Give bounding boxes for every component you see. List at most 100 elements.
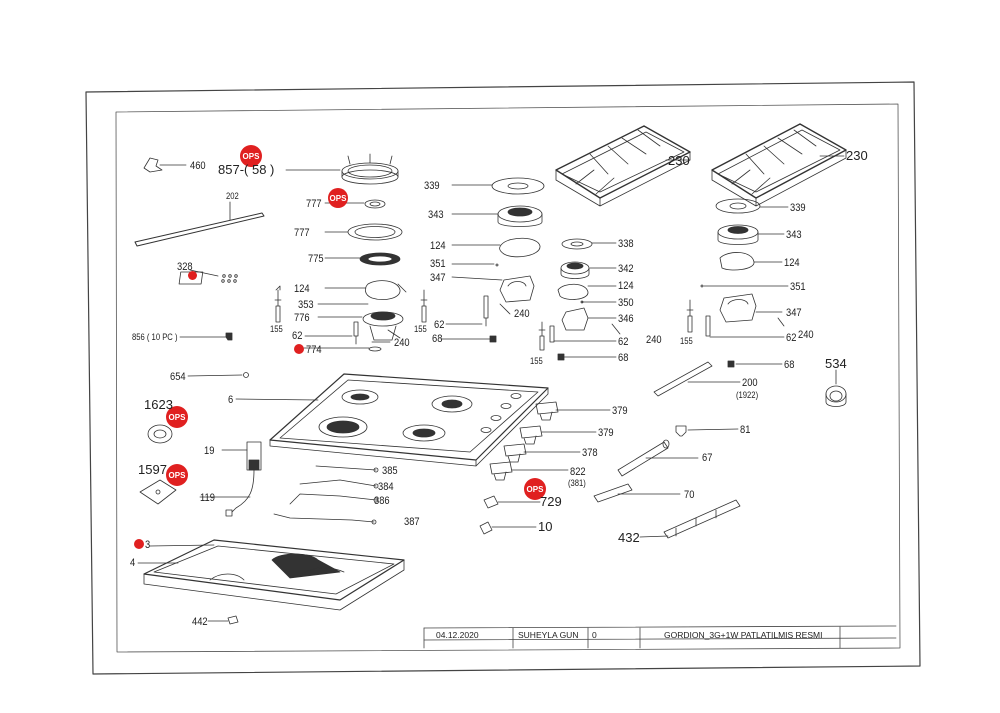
part-19-ignition-module <box>199 441 262 517</box>
callout-1922: (1922) <box>736 390 759 400</box>
callout-387: 387 <box>404 516 420 528</box>
callout-68-right: 68 <box>784 359 795 371</box>
callout-432: 432 <box>618 530 640 545</box>
callout-385: 385 <box>382 465 398 477</box>
callout-351-right: 351 <box>790 281 806 293</box>
callout-775: 775 <box>308 253 324 265</box>
callout-342: 342 <box>618 263 634 275</box>
ops-dot-328 <box>188 271 197 280</box>
part-230-pan-support-right <box>711 123 847 207</box>
callout-155-b: 155 <box>414 324 427 334</box>
part-4-base-tray <box>137 539 405 611</box>
callout-124-left: 124 <box>294 283 310 295</box>
callout-343-right: 343 <box>786 229 802 241</box>
callout-62-center: 62 <box>434 319 445 331</box>
callout-776: 776 <box>294 312 310 324</box>
callout-379-a: 379 <box>612 405 628 417</box>
callout-19: 19 <box>204 445 215 457</box>
part-center-burner-assembly <box>440 177 545 343</box>
part-202-gasket <box>134 201 265 247</box>
part-small-burner-assembly <box>549 238 621 361</box>
part-10-clip <box>479 521 537 535</box>
callout-124-center: 124 <box>430 240 446 252</box>
callout-67: 67 <box>702 452 713 464</box>
callout-68-small: 68 <box>618 352 629 364</box>
callout-777-small: 777 <box>306 198 322 210</box>
callout-68-center: 68 <box>432 333 443 345</box>
callout-347-right: 347 <box>786 307 802 319</box>
callout-729: 729 <box>540 494 562 509</box>
ops-marker-777: OPS <box>328 188 348 208</box>
sheet-frame <box>85 81 921 675</box>
callout-155-c: 155 <box>530 356 543 366</box>
title-block-revision: 0 <box>592 630 597 640</box>
callout-381: (381) <box>568 478 586 488</box>
callout-347-center: 347 <box>430 272 446 284</box>
callout-386: 386 <box>374 495 390 507</box>
part-81-spring <box>675 425 739 437</box>
callout-124-small: 124 <box>618 280 634 292</box>
callout-353: 353 <box>298 299 314 311</box>
callout-442: 442 <box>192 616 208 628</box>
part-857-wok-support <box>285 153 399 185</box>
ops-dot-3 <box>134 539 144 549</box>
callout-350: 350 <box>618 297 634 309</box>
part-729-clip <box>483 495 541 509</box>
callout-62-small: 62 <box>618 336 629 348</box>
part-432-rail <box>639 499 741 539</box>
part-1623-gasket <box>147 424 173 444</box>
callout-857: 857-( 58 ) <box>218 162 275 177</box>
part-654-screw <box>187 372 249 378</box>
ops-marker-857: OPS <box>240 145 262 167</box>
ops-marker-1597: OPS <box>166 464 188 486</box>
part-left-burner-assembly <box>303 280 407 352</box>
callout-230-left: 230 <box>668 153 690 168</box>
title-block-date: 04.12.2020 <box>436 630 479 640</box>
callout-240-small: 240 <box>646 334 662 346</box>
callout-328: 328 <box>177 261 193 273</box>
callout-339-center: 339 <box>424 180 440 192</box>
callout-378: 378 <box>582 447 598 459</box>
ops-marker-1623: OPS <box>166 406 188 428</box>
title-block-designer: SUHEYLA GUN <box>518 630 579 640</box>
callout-654: 654 <box>170 371 186 383</box>
callout-240-left: 240 <box>394 337 410 349</box>
callout-124-right: 124 <box>784 257 800 269</box>
part-775-ring <box>324 252 401 266</box>
ops-dot-774 <box>294 344 304 354</box>
callout-240-center: 240 <box>514 308 530 320</box>
callout-70: 70 <box>684 489 695 501</box>
part-62-electrode-left <box>304 321 359 345</box>
callout-62-left: 62 <box>292 330 303 342</box>
callout-202: 202 <box>226 191 239 201</box>
ops-marker-729: OPS <box>524 478 546 500</box>
callout-4: 4 <box>130 557 136 569</box>
part-856-screw <box>179 332 233 341</box>
callout-777: 777 <box>294 227 310 239</box>
callout-346: 346 <box>618 313 634 325</box>
callout-379-b: 379 <box>598 427 614 439</box>
callout-155-d: 155 <box>680 336 693 346</box>
callout-351-center: 351 <box>430 258 446 270</box>
callout-534: 534 <box>825 356 847 371</box>
part-777-cap <box>324 223 403 241</box>
callout-10: 10 <box>538 519 553 534</box>
title-block-lines <box>423 625 897 649</box>
part-534-knob-bezel <box>825 369 847 407</box>
callout-3: 3 <box>145 539 151 551</box>
title-block-title: GORDION_3G+1W PATLATILMIS RESMI <box>664 630 823 640</box>
part-230-pan-support-left <box>555 125 691 207</box>
callout-384: 384 <box>378 481 394 493</box>
part-67-gas-tube <box>617 439 699 477</box>
callout-774: 774 <box>306 344 322 356</box>
part-442-screw <box>207 615 239 625</box>
callout-200: 200 <box>742 377 758 389</box>
callout-240-right: 240 <box>798 329 814 341</box>
callout-81: 81 <box>740 424 751 436</box>
part-200-rail <box>653 361 741 397</box>
part-70-bracket <box>593 483 681 503</box>
part-right-burner-assembly <box>700 198 789 368</box>
part-valves <box>489 401 611 481</box>
